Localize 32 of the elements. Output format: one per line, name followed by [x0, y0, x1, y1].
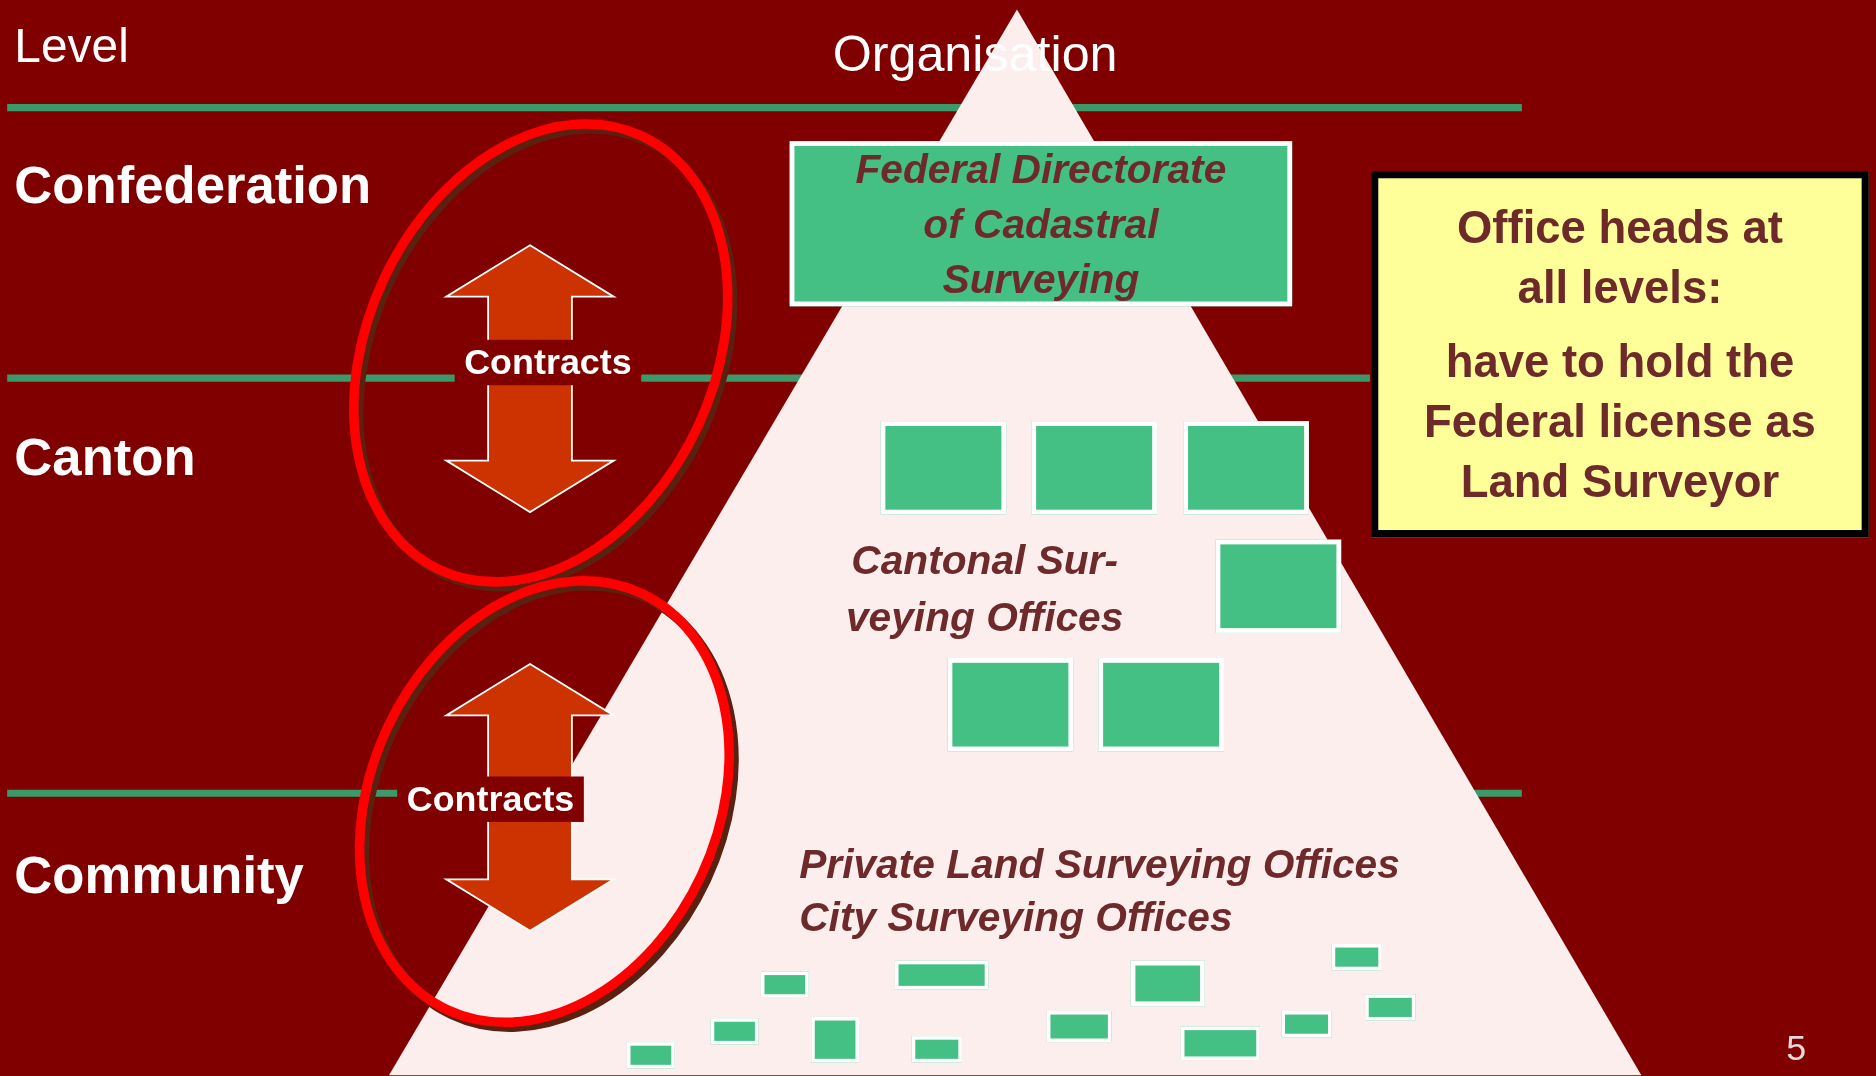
office-box [911, 1036, 962, 1063]
contract-label: Contracts [454, 339, 642, 386]
office-box [1365, 994, 1416, 1021]
page-number: 5 [1786, 1027, 1807, 1069]
office-box [626, 1042, 675, 1069]
note-text: have to hold the Federal license as Land Surveyor [1423, 335, 1817, 509]
level-caption: Private Land Surveying Offices [799, 840, 1400, 888]
office-box [1180, 1026, 1260, 1061]
office-box [1098, 658, 1224, 752]
office-box [1331, 944, 1382, 971]
office-box [1183, 421, 1309, 515]
level-caption: City Surveying Offices [799, 894, 1233, 941]
office-box [880, 421, 1007, 515]
office-box [1046, 1011, 1112, 1043]
office-box [1281, 1011, 1332, 1038]
contract-label: Contracts [397, 776, 584, 822]
level-heading: Level [14, 18, 129, 73]
directorate-box: Federal Directorate of Cadastral Surveying [789, 141, 1293, 307]
level-name: Confederation [14, 155, 372, 216]
office-box [947, 658, 1074, 752]
note-box [1371, 171, 1869, 538]
level-name: Community [14, 844, 304, 905]
office-box [1130, 960, 1205, 1007]
note-text: Office heads at all levels: [1456, 201, 1784, 315]
level-name: Canton [14, 427, 196, 487]
office-box [894, 960, 989, 990]
office-box [1031, 421, 1157, 515]
office-box [1215, 539, 1342, 633]
level-caption: Cantonal Sur- veying Offices [845, 536, 1125, 641]
office-box [811, 1016, 860, 1063]
office-box [710, 1018, 759, 1045]
office-box [760, 971, 809, 998]
